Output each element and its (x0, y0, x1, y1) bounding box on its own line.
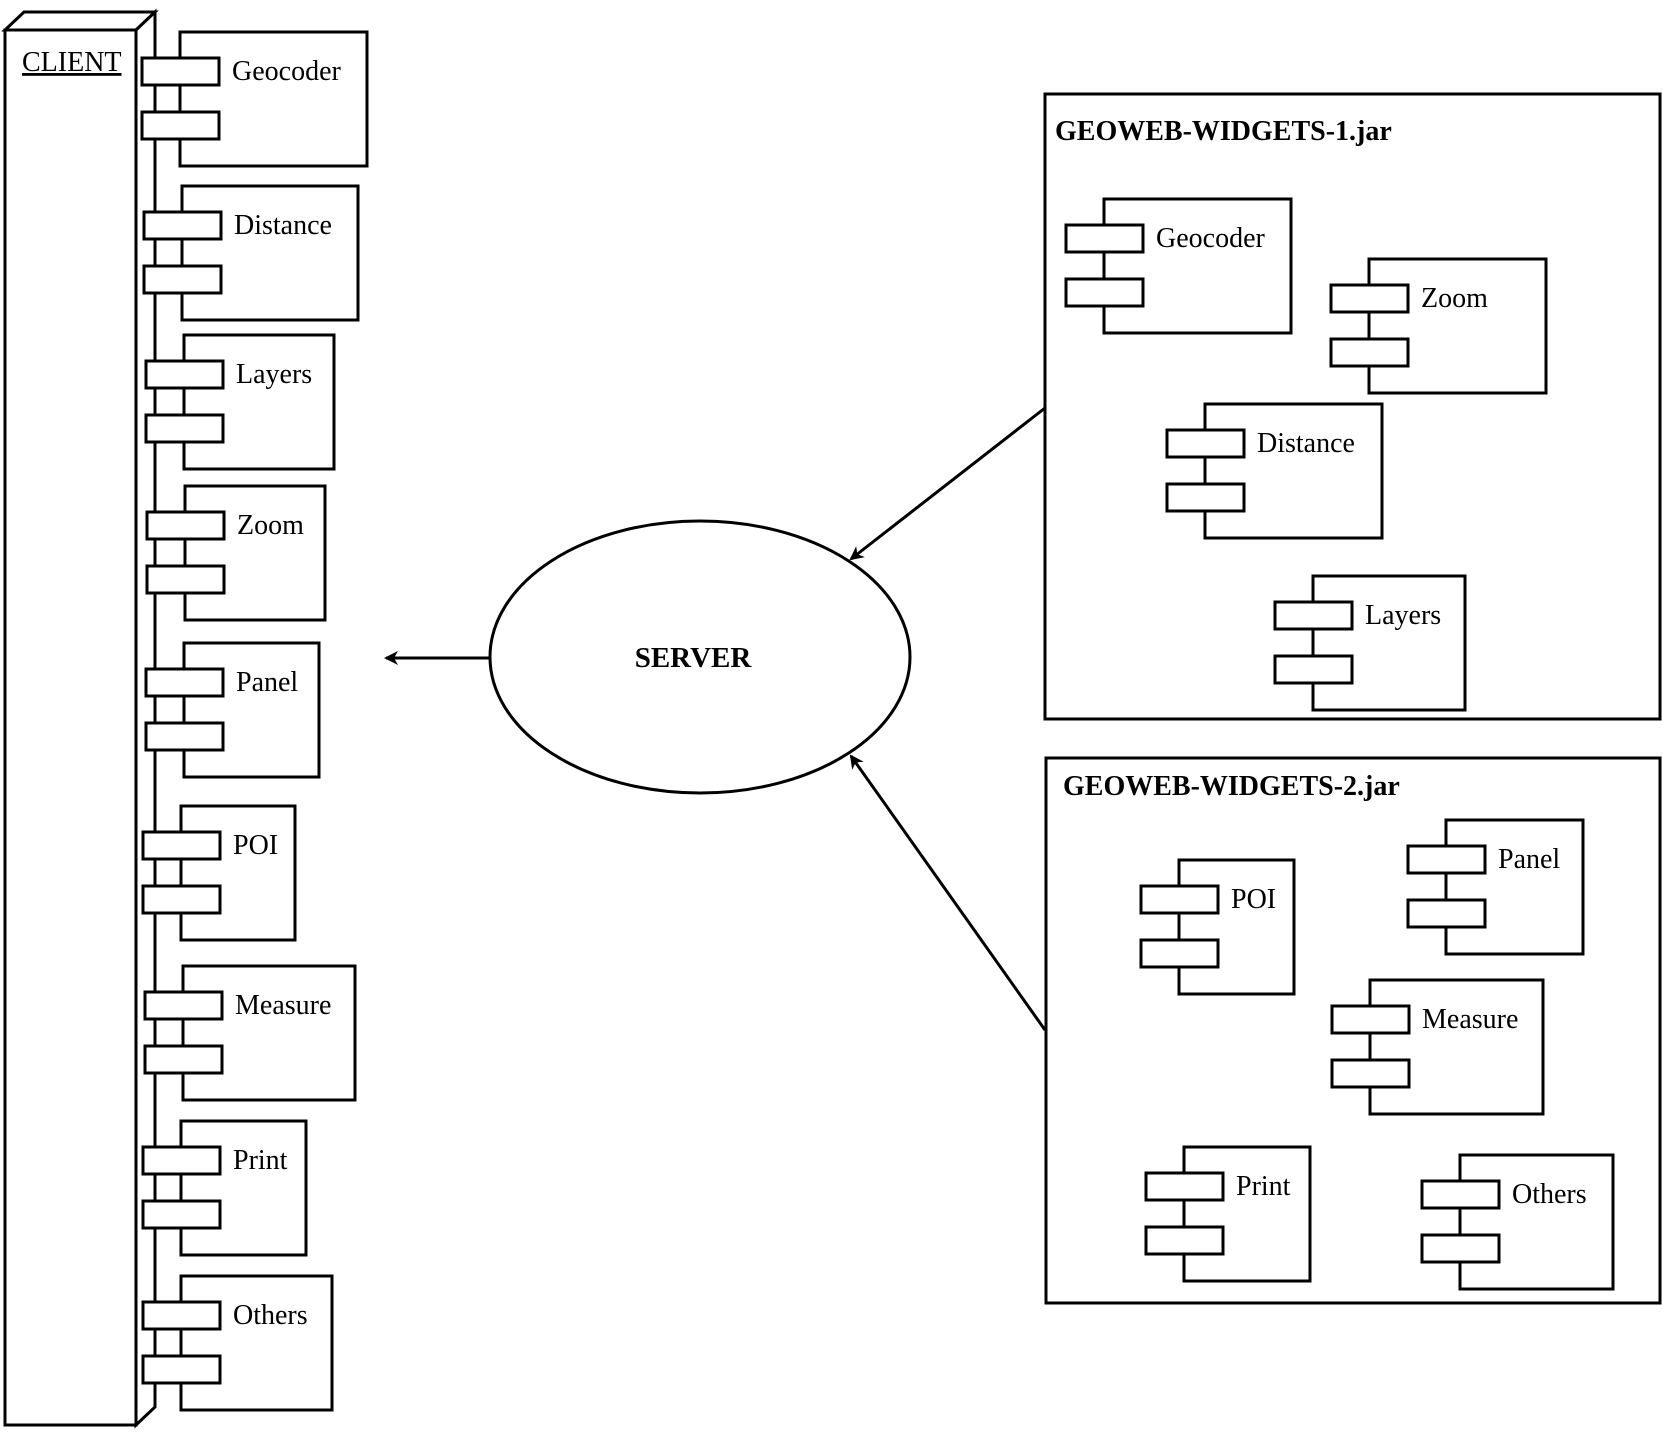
component-port-icon (1273, 654, 1354, 685)
component-label: Zoom (237, 510, 304, 541)
component-port-icon (141, 884, 222, 915)
component-port-icon (1329, 283, 1410, 314)
component-label: Layers (236, 359, 312, 390)
component-label: Layers (1365, 600, 1441, 631)
component-port-icon (1144, 1225, 1225, 1256)
component-label: Geocoder (232, 56, 342, 87)
component-port-icon (144, 667, 225, 698)
component-label: Measure (1422, 1004, 1518, 1035)
component-client-distance: Distance (142, 184, 360, 322)
component-label: Others (233, 1300, 308, 1331)
component-port-icon (144, 359, 225, 390)
component-port-icon (1330, 1004, 1411, 1035)
component-port-icon (144, 413, 225, 444)
component-port-icon (141, 1199, 222, 1230)
component-port-icon (1144, 1171, 1225, 1202)
component-label: Print (233, 1145, 288, 1176)
component-label: Distance (1257, 428, 1355, 459)
server-node: SERVER (488, 519, 912, 795)
component-port-icon (145, 564, 226, 595)
component-client-measure: Measure (143, 964, 357, 1102)
component-port-icon (1406, 844, 1487, 875)
component-jar1-zoom: Zoom (1329, 257, 1548, 395)
component-port-icon (1139, 884, 1220, 915)
component-port-icon (141, 1354, 222, 1385)
component-port-icon (144, 721, 225, 752)
component-port-icon (142, 210, 223, 241)
component-label: Panel (236, 667, 298, 698)
component-label: Panel (1498, 844, 1560, 875)
component-port-icon (142, 264, 223, 295)
arrow-jar1-to-server (849, 406, 1046, 561)
component-jar2-panel: Panel (1406, 818, 1585, 956)
jar-1-title: GEOWEB-WIDGETS-1.jar (1055, 116, 1392, 147)
component-port-icon (141, 1300, 222, 1331)
component-jar2-poi: POI (1139, 858, 1296, 996)
component-client-layers: Layers (144, 333, 336, 471)
component-jar1-geocoder: Geocoder (1064, 197, 1293, 335)
component-label: Zoom (1421, 283, 1488, 314)
component-client-print: Print (141, 1119, 308, 1257)
component-label: Measure (235, 990, 331, 1021)
component-client-poi: POI (141, 804, 297, 942)
component-port-icon (1064, 277, 1145, 308)
component-port-icon (1420, 1233, 1501, 1264)
component-jar1-distance: Distance (1165, 402, 1384, 540)
component-label: Others (1512, 1179, 1587, 1210)
component-port-icon (1139, 938, 1220, 969)
client-label: CLIENT (22, 47, 122, 78)
component-label: Print (1236, 1171, 1291, 1202)
component-jar2-measure: Measure (1330, 978, 1545, 1116)
component-port-icon (143, 990, 224, 1021)
component-client-panel: Panel (144, 641, 321, 779)
component-label: POI (233, 830, 278, 861)
component-client-geocoder: Geocoder (140, 30, 369, 168)
component-port-icon (140, 56, 221, 87)
component-port-icon (141, 1145, 222, 1176)
component-port-icon (140, 110, 221, 141)
component-label: Distance (234, 210, 332, 241)
component-jar2-others: Others (1420, 1153, 1615, 1291)
component-jar1-layers: Layers (1273, 574, 1467, 712)
component-port-icon (1165, 482, 1246, 513)
component-client-zoom: Zoom (145, 484, 327, 622)
arrow-jar2-to-server (849, 754, 1047, 1031)
component-port-icon (1064, 223, 1145, 254)
client-node: CLIENT (1, 8, 159, 1429)
server-label: SERVER (635, 642, 753, 674)
component-port-icon (143, 1044, 224, 1075)
component-label: POI (1231, 884, 1276, 915)
component-port-icon (1406, 898, 1487, 929)
jar-2-title: GEOWEB-WIDGETS-2.jar (1063, 771, 1400, 802)
component-port-icon (1330, 1058, 1411, 1089)
component-port-icon (1165, 428, 1246, 459)
component-label: Geocoder (1156, 223, 1266, 254)
component-client-others: Others (141, 1274, 334, 1412)
component-port-icon (1273, 600, 1354, 631)
component-port-icon (1329, 337, 1410, 368)
component-port-icon (141, 830, 222, 861)
component-port-icon (1420, 1179, 1501, 1210)
component-port-icon (145, 510, 226, 541)
component-jar2-print: Print (1144, 1145, 1312, 1283)
